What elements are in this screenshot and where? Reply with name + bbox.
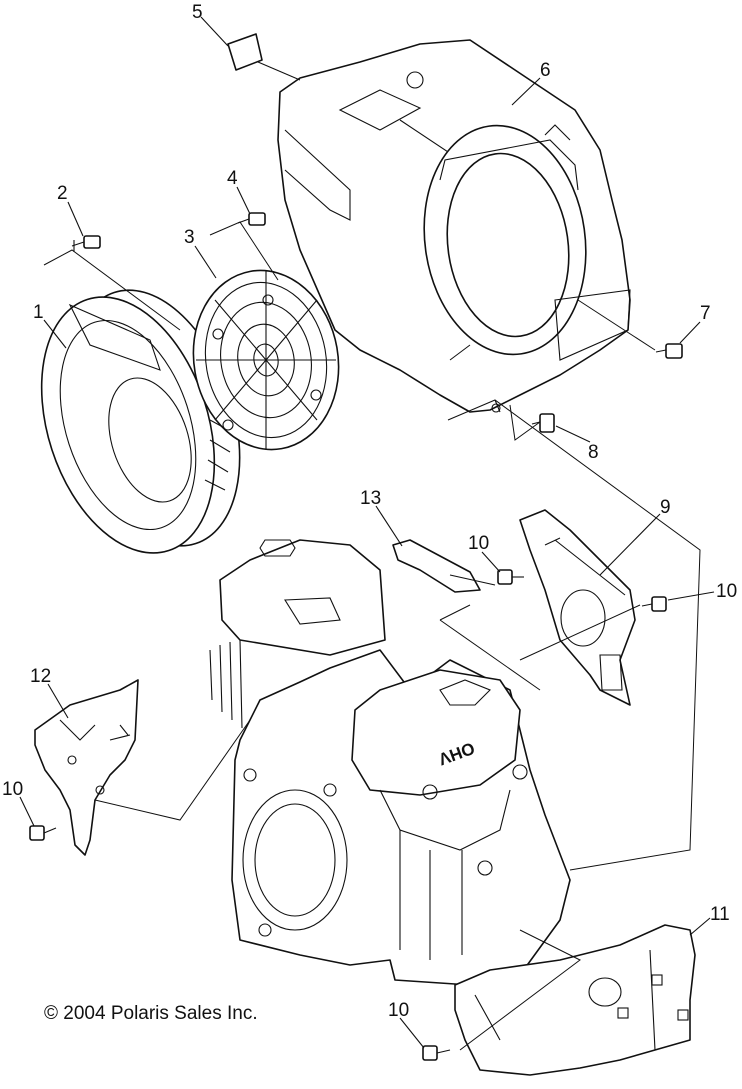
callouts: 1 2 3 4 5 6 7 8 9 10 10 10 10 11 12 13 <box>2 2 737 1021</box>
lower-shroud <box>454 924 696 1076</box>
copyright-notice: © 2004 Polaris Sales Inc. <box>44 1003 258 1024</box>
callout-12: 12 <box>30 666 51 687</box>
alignment-lines <box>43 61 701 1051</box>
callout-10-bottom: 10 <box>388 1000 409 1021</box>
cylinder-shroud <box>519 509 636 706</box>
callout-3: 3 <box>184 227 195 248</box>
callout-1: 1 <box>33 302 44 323</box>
callout-10-right: 10 <box>716 581 737 602</box>
bolt-10-bottom <box>422 1045 451 1061</box>
callout-4: 4 <box>227 168 238 189</box>
callout-13: 13 <box>360 488 381 509</box>
bolt-4 <box>237 212 266 226</box>
bolt-10-shroud <box>497 569 524 585</box>
bracket <box>392 539 496 593</box>
callout-9: 9 <box>660 497 671 518</box>
bolt-8 <box>531 413 555 433</box>
callout-5: 5 <box>192 2 203 23</box>
callout-6: 6 <box>540 60 551 81</box>
bolt-10-left <box>29 825 57 841</box>
bolt-7 <box>655 343 683 359</box>
callout-2: 2 <box>57 183 68 204</box>
callout-11: 11 <box>710 904 730 925</box>
bolt-2 <box>71 235 101 252</box>
bolt-10-right <box>641 596 667 612</box>
decal-label <box>227 33 263 71</box>
leader-lines <box>19 16 715 1049</box>
callout-10-left: 10 <box>2 779 23 800</box>
callout-7: 7 <box>700 303 711 324</box>
side-shroud <box>34 679 139 856</box>
callout-8: 8 <box>588 442 599 463</box>
callout-10-shroud: 10 <box>468 533 489 554</box>
rotating-screen <box>192 269 340 451</box>
engine-block: OHV <box>209 539 571 986</box>
blower-housing <box>277 39 631 413</box>
